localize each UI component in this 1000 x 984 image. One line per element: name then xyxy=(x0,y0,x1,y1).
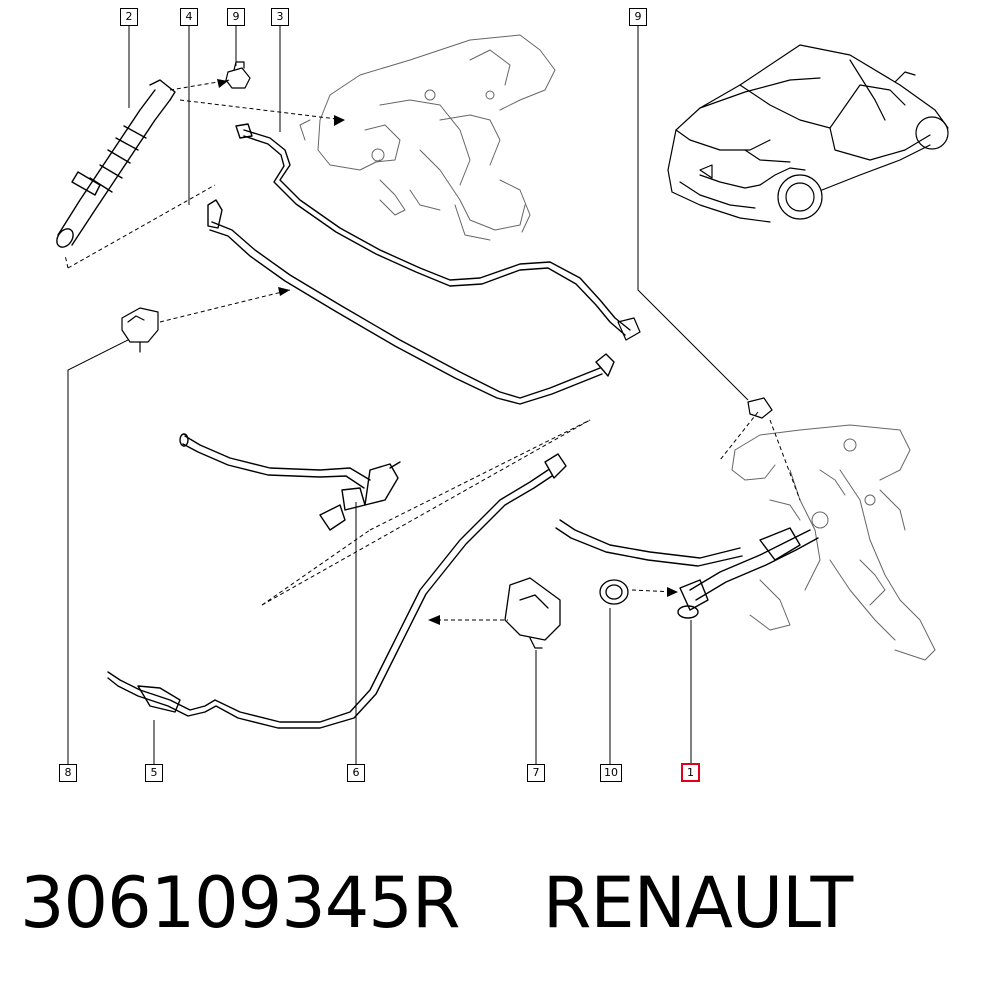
part-number: 306109345R xyxy=(20,862,460,944)
part-3-pipe-upper xyxy=(235,123,631,336)
brand-name: RENAULT xyxy=(542,862,853,944)
part-7-clip xyxy=(504,577,561,649)
callout-9-right: 9 xyxy=(629,8,647,26)
part-9-clip-top xyxy=(225,61,251,89)
callout-9-top: 9 xyxy=(227,8,245,26)
car-illustration xyxy=(667,44,949,223)
callout-5: 5 xyxy=(145,764,163,782)
part-1-clutch-line xyxy=(555,519,819,619)
callout-3: 3 xyxy=(271,8,289,26)
part-4-pipe-lower xyxy=(207,199,615,405)
callout-1-highlighted: 1 xyxy=(681,763,700,782)
callout-4: 4 xyxy=(180,8,198,26)
callout-2: 2 xyxy=(120,8,138,26)
part-5-pipe xyxy=(107,453,567,729)
callout-7: 7 xyxy=(527,764,545,782)
callout-10: 10 xyxy=(600,764,622,782)
pedal-assembly-bottom xyxy=(731,424,936,661)
parts-diagram xyxy=(56,26,949,764)
part-2-master-cylinder xyxy=(56,79,176,248)
part-8-bracket xyxy=(121,307,159,353)
part-6-hose xyxy=(179,433,401,531)
part-caption: 306109345R RENAULT xyxy=(20,858,853,948)
callout-6: 6 xyxy=(347,764,365,782)
callout-8: 8 xyxy=(59,764,77,782)
part-9-clip-right xyxy=(747,397,773,419)
pedal-assembly-top xyxy=(299,34,556,241)
part-10-collar xyxy=(599,579,629,605)
pipe-connector-right xyxy=(617,317,641,341)
